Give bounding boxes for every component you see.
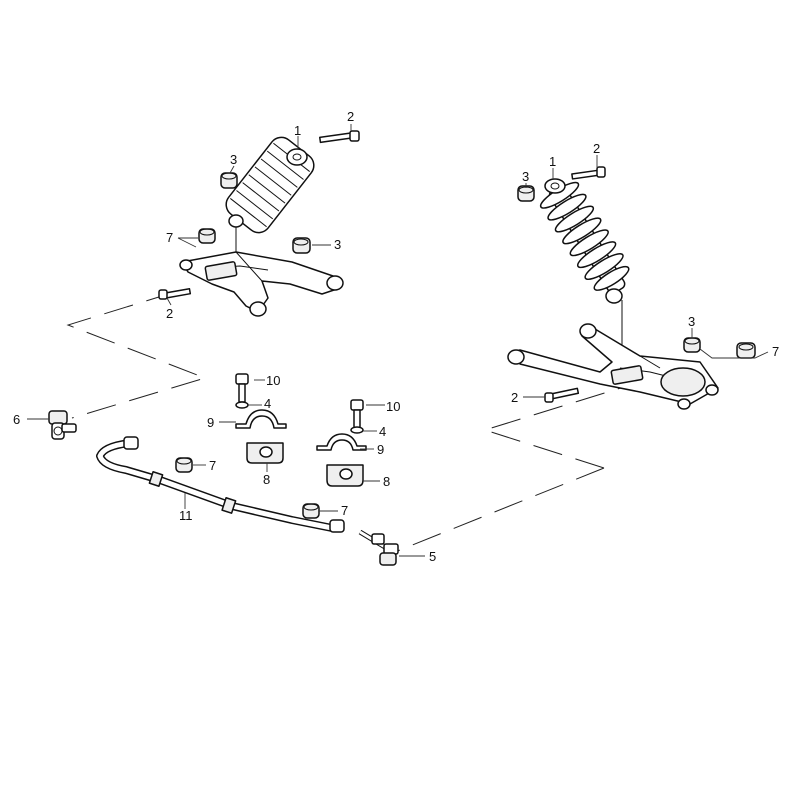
callout-clamp-left: 9 <box>207 415 214 430</box>
callout-clamp-bolt-right: 10 <box>386 399 400 414</box>
callout-right-upper-bolt: 2 <box>593 141 600 156</box>
left-arm-bolt <box>158 288 192 300</box>
end-link-right <box>358 529 399 566</box>
clamp-bolt-left <box>235 373 249 403</box>
callout-stabilizer-bar: 11 <box>179 508 193 523</box>
callout-left-arm-nut-rear: 3 <box>334 237 341 252</box>
left-upper-nut <box>220 172 238 189</box>
clamp-left <box>235 409 287 429</box>
right-arm-nut-outer <box>736 342 756 359</box>
washer-left <box>235 401 249 409</box>
bushing-left <box>246 442 284 464</box>
callout-left-upper-bolt: 2 <box>347 109 354 124</box>
callout-labels: 1 2 3 7 3 2 6 10 4 9 8 7 10 4 9 8 11 7 5… <box>13 109 779 564</box>
callout-washer-right: 4 <box>379 424 386 439</box>
callout-right-shock: 1 <box>549 154 556 169</box>
callout-clamp-right: 9 <box>377 442 384 457</box>
clamp-bolt-right <box>350 399 364 429</box>
bar-nut-right <box>302 503 320 519</box>
left-upper-bolt <box>318 130 360 144</box>
right-lower-arm <box>507 323 719 410</box>
callout-left-upper-nut: 3 <box>230 152 237 167</box>
callout-left-shock: 1 <box>294 123 301 138</box>
end-link-left <box>48 410 77 440</box>
callout-bar-nut-right: 7 <box>341 503 348 518</box>
bushing-right <box>326 464 364 487</box>
stabilizer-bar <box>96 436 345 533</box>
callout-left-arm-bolt: 2 <box>166 306 173 321</box>
right-arm-bolt <box>544 387 580 403</box>
leader-lines <box>27 124 769 557</box>
right-upper-bolt <box>571 166 606 180</box>
callout-end-link-left: 6 <box>13 412 20 427</box>
callout-right-upper-nut: 3 <box>522 169 529 184</box>
left-lower-arm <box>179 251 344 317</box>
washer-right <box>350 426 364 434</box>
callout-right-arm-nut-outer: 7 <box>772 344 779 359</box>
callout-clamp-bolt-left: 10 <box>266 373 280 388</box>
bar-bushing-nut-left <box>175 457 193 473</box>
callout-bushing-left: 8 <box>263 472 270 487</box>
left-arm-nut-front <box>198 228 216 244</box>
callout-bushing-right: 8 <box>383 474 390 489</box>
callout-end-link-right: 5 <box>429 549 436 564</box>
callout-washer-left: 4 <box>264 396 271 411</box>
callout-bar-nut-left: 7 <box>209 458 216 473</box>
callout-left-arm-nut-front: 7 <box>166 230 173 245</box>
routing-lines <box>66 291 641 553</box>
right-upper-nut <box>517 185 535 202</box>
right-arm-nut-upper <box>683 337 701 353</box>
callout-right-arm-bolt: 2 <box>511 390 518 405</box>
clamp-right <box>316 433 367 451</box>
left-shock-absorber <box>225 136 315 266</box>
right-shock-absorber <box>539 178 630 368</box>
callout-right-arm-nut-upper: 3 <box>688 314 695 329</box>
left-arm-nut-rear <box>292 237 311 254</box>
